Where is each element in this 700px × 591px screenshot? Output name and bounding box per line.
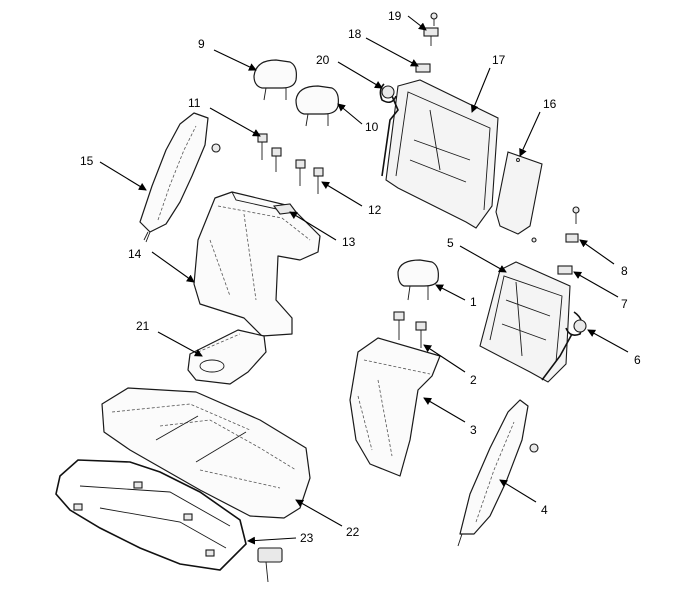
- headrest-1: [397, 259, 439, 301]
- headrest-9: [253, 59, 297, 101]
- callout-18: 18: [348, 27, 362, 41]
- callout-22: 22: [346, 525, 360, 539]
- callout-8: 8: [621, 264, 628, 278]
- callout-12: 12: [368, 203, 382, 217]
- callout-19: 19: [388, 9, 402, 23]
- callout-17: 17: [492, 53, 506, 67]
- seat-back-left: [193, 191, 321, 337]
- callout-1: 1: [470, 295, 477, 309]
- callout-labels: 1 2 3 4 5 6 7 8 9 10 11 12 13 14 15 16 1…: [80, 9, 641, 545]
- callout-11: 11: [188, 96, 201, 110]
- callout-10: 10: [365, 120, 379, 134]
- leader-lines: [99, 15, 629, 545]
- callout-15: 15: [80, 154, 94, 168]
- left-side-bolster: [139, 112, 221, 243]
- callout-20: 20: [316, 53, 330, 67]
- cushion-frame: [55, 459, 283, 583]
- right-side-bolster: [457, 399, 539, 547]
- callout-3: 3: [470, 423, 477, 437]
- headrest-10: [295, 85, 339, 127]
- headrest-guides-11-12: [257, 133, 324, 194]
- callout-9: 9: [198, 37, 205, 51]
- headrest-guides-2: [393, 311, 427, 348]
- seat-back-frame-left: [379, 79, 499, 229]
- callout-23: 23: [300, 531, 314, 545]
- latch-parts-7-8: [557, 206, 580, 275]
- callout-14: 14: [128, 247, 142, 261]
- callout-13: 13: [342, 235, 356, 249]
- callout-2: 2: [470, 373, 477, 387]
- armrest: [187, 329, 267, 385]
- latch-parts-18-19: [415, 12, 439, 73]
- trim-plate: [495, 151, 543, 243]
- callout-7: 7: [621, 297, 628, 311]
- callout-16: 16: [543, 97, 557, 111]
- callout-6: 6: [634, 353, 641, 367]
- seat-back-right: [349, 337, 441, 477]
- callout-21: 21: [136, 319, 150, 333]
- callout-5: 5: [447, 236, 454, 250]
- callout-4: 4: [541, 503, 548, 517]
- seat-cushion: [101, 387, 311, 519]
- seat-back-frame-right: [479, 261, 587, 383]
